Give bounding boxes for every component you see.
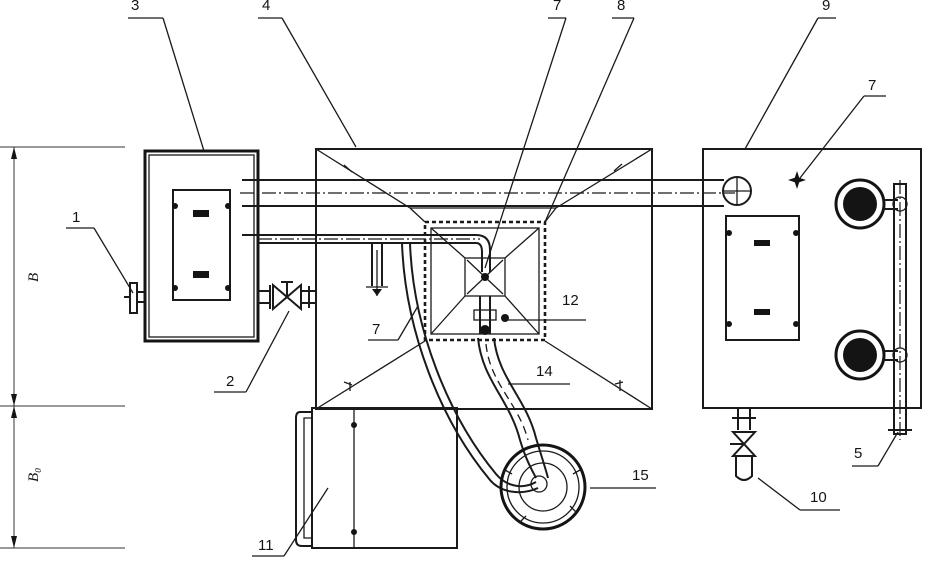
label-3: 3 [131, 0, 139, 14]
label-7-top: 7 [553, 0, 561, 14]
cart-11 [295, 407, 458, 549]
inlet-nozzle-1 [124, 282, 145, 314]
label-9: 9 [822, 0, 830, 14]
tank-4 [315, 148, 653, 410]
leader-lines [66, 17, 899, 557]
cabinet-9 [702, 148, 922, 409]
item-labels: 3 4 7 8 9 7 1 2 7 12 14 15 11 5 10 [72, 0, 876, 554]
label-14: 14 [536, 363, 553, 380]
drum-15 [499, 443, 587, 531]
valve-12 [473, 296, 509, 335]
label-2: 2 [226, 373, 234, 390]
return-hose [401, 242, 539, 494]
label-5: 5 [854, 445, 862, 462]
label-7-right: 7 [868, 77, 876, 94]
label-15: 15 [632, 467, 649, 484]
dimension-b0-label: B₀ [26, 468, 42, 482]
cabinet-3 [143, 149, 260, 343]
dimension-b-label: B [26, 273, 42, 282]
column-pipe-5 [834, 178, 912, 440]
secondary-pipe [242, 234, 491, 296]
valve-10 [730, 408, 758, 481]
label-1: 1 [72, 209, 80, 226]
label-12: 12 [562, 292, 579, 309]
hose-14 [477, 337, 549, 479]
dimension-annotations: B B₀ [0, 146, 125, 549]
label-8: 8 [617, 0, 625, 14]
inner-chamber-8 [423, 220, 547, 342]
label-7-mid: 7 [372, 321, 380, 338]
label-10: 10 [810, 489, 827, 506]
label-11: 11 [258, 537, 274, 554]
label-4: 4 [262, 0, 270, 14]
valve-2 [257, 281, 316, 312]
main-pipe [240, 176, 752, 207]
